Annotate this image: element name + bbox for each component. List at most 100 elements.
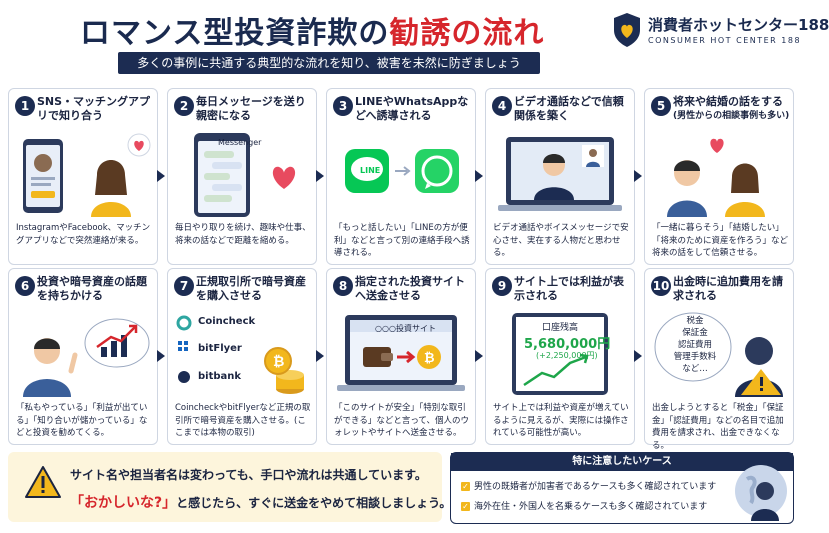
fee-item: 管理手数料 xyxy=(673,352,717,362)
page-title: ロマンス型投資詐欺の勧誘の流れ xyxy=(80,8,544,52)
flow-arrow-icon xyxy=(475,170,483,182)
caution-cases-box: 特に注意したいケース ✓男性の既婚者が加害者であるケースも多く確認されています … xyxy=(450,452,794,524)
page-title-highlight: 勧誘の流れ xyxy=(389,16,545,51)
exchange-bitbank-label: bitbank xyxy=(198,371,242,382)
step-title: 投資や暗号資産の話題を持ちかける xyxy=(37,275,147,302)
header: ロマンス型投資詐欺の勧誘の流れ 消費者ホットセンター188 CONSUMER H… xyxy=(0,0,829,80)
site-screen-label: ○○○投資サイト xyxy=(375,324,436,333)
advice-line-2: 「おかしいな?」と感じたら、すぐに送金をやめて相談しましょう。 xyxy=(70,492,451,512)
step-card-5: 5 将来や結婚の話をする (男性からの相談事例も多い) 「一緒に暮らそう」「結婚… xyxy=(644,88,794,265)
caution-item: ✓海外在住・外国人を名乗るケースも多く確認されています xyxy=(461,502,708,512)
balance-value: 5,680,000円 xyxy=(524,337,611,352)
step-number: 9 xyxy=(492,276,512,296)
flow-arrow-icon xyxy=(634,350,642,362)
step-title: SNS・マッチングアプリで知り合う xyxy=(37,95,151,122)
step-title: ビデオ通話などで信頼関係を築く xyxy=(514,95,624,122)
step-title: 指定された投資サイトへ送金させる xyxy=(355,275,465,302)
balance-gain: (+2,250,000円) xyxy=(536,351,598,360)
exchange-coincheck-label: Coincheck xyxy=(198,316,256,327)
flow-arrow-icon xyxy=(157,350,165,362)
step-card-2: 2 毎日メッセージを送り親密になる Messenger 毎日やり取りを続け、趣味… xyxy=(167,88,317,265)
step-number: 4 xyxy=(492,96,512,116)
step-description: 「このサイトが安全」「特別な取引ができる」などと言って、個人のウォレットやサイト… xyxy=(334,403,469,438)
phone-profile-illustration xyxy=(23,133,151,217)
step-number: 10 xyxy=(651,276,671,296)
step-description: 「私もやっている」「利益が出ている」「知り合いが儲かっている」などと投資を勧めて… xyxy=(16,403,148,438)
exchange-logos-icon xyxy=(176,315,192,383)
step-number: 5 xyxy=(651,96,671,116)
step-card-7: 7 正規取引所で暗号資産を購入させる Coincheck bitFlyer bi… xyxy=(167,268,317,445)
step-title-note: (男性からの相談事例も多い) xyxy=(673,111,790,121)
balance-label: 口座残高 xyxy=(542,323,579,333)
org-name: 消費者ホットセンター188 xyxy=(648,16,829,34)
advice-highlight: 「おかしいな?」 xyxy=(70,495,177,511)
flow-arrow-icon xyxy=(157,170,165,182)
fee-item: 認証費用 xyxy=(677,340,712,350)
fees-warning-illustration xyxy=(654,312,783,397)
step-number: 1 xyxy=(15,96,35,116)
step-card-3: 3 LINEやWhatsAppなどへ誘導される LINE 「もっと話したい」「L… xyxy=(326,88,476,265)
man-chart-illustration xyxy=(23,318,150,397)
fee-item: など… xyxy=(682,364,708,374)
advice-rest: と感じたら、すぐに送金をやめて相談しましょう。 xyxy=(176,496,452,510)
step-number: 7 xyxy=(174,276,194,296)
check-icon: ✓ xyxy=(461,502,470,511)
flow-arrow-icon xyxy=(634,170,642,182)
couple-illustration xyxy=(667,138,765,217)
page-title-main: ロマンス型投資詐欺の xyxy=(80,16,390,51)
svg-text:₿: ₿ xyxy=(424,351,435,366)
step-description: 毎日やり取りを続け、趣味や仕事、将来の話などで距離を縮める。 xyxy=(175,223,311,246)
org-name-en: CONSUMER HOT CENTER 188 xyxy=(648,36,802,45)
advice-box: サイト名や担当者名は変わっても、手口や流れは共通しています。 「おかしいな?」と… xyxy=(8,452,451,522)
step-title: 将来や結婚の話をする (男性からの相談事例も多い) xyxy=(673,95,791,123)
step-description: 出金しようとすると「税金」「保証金」「認証費用」などの名目で追加費用を請求され、… xyxy=(652,403,784,451)
laptop-video-call-illustration xyxy=(498,137,622,211)
step-title: サイト上では利益が表示される xyxy=(514,275,624,302)
step-description: 「一緒に暮らそう」「結婚したい」「将来のために資産を作ろう」など将来の話をして信… xyxy=(652,223,789,258)
advice-line-1: サイト名や担当者名は変わっても、手口や流れは共通しています。 xyxy=(70,468,427,482)
step-number: 3 xyxy=(333,96,353,116)
step-title-main: 将来や結婚の話をする xyxy=(673,95,783,108)
step-description: サイト上では利益や資産が増えているように見えるが、実際には操作されている可能性が… xyxy=(493,403,629,438)
line-whatsapp-illustration xyxy=(345,149,459,193)
flow-arrow-icon xyxy=(316,170,324,182)
step-title: 毎日メッセージを送り親密になる xyxy=(196,95,306,122)
exchange-bitflyer-label: bitFlyer xyxy=(198,343,242,354)
caution-heading: 特に注意したいケース xyxy=(451,453,793,471)
step-description: CoincheckやbitFlyerなど正規の取引所で暗号資産を購入させる。(こ… xyxy=(175,403,311,438)
step-card-6: 6 投資や暗号資産の話題を持ちかける 「私もやっている」「利益が出ている」「知り… xyxy=(8,268,158,445)
phone-chat-illustration xyxy=(194,133,296,217)
step-title: 出金時に追加費用を請求される xyxy=(673,275,783,302)
laptop-wallet-illustration: ₿ xyxy=(337,315,465,391)
warning-icon xyxy=(25,466,61,498)
check-icon: ✓ xyxy=(461,482,470,491)
flow-arrow-icon xyxy=(316,350,324,362)
step-title: LINEやWhatsAppなどへ誘導される xyxy=(355,95,469,122)
step-description: 「もっと話したい」「LINEの方が便利」などと言って別の連絡手段へ誘導される。 xyxy=(334,223,470,258)
messenger-screen-label: Messenger xyxy=(218,138,262,147)
step-number: 6 xyxy=(15,276,35,296)
step-card-4: 4 ビデオ通話などで信頼関係を築く ビデオ通話やボイスメッセージで安心させ、実在… xyxy=(485,88,635,265)
coin-stack-icon: ₿ xyxy=(264,347,304,394)
globe-person-icon xyxy=(735,465,787,521)
step-number: 2 xyxy=(174,96,194,116)
step-description: InstagramやFacebook、マッチングアプリなどで突然連絡が来る。 xyxy=(16,223,151,246)
fee-item: 税金 xyxy=(686,316,704,326)
fee-list: 税金 保証金 認証費用 管理手数料 など… xyxy=(657,315,733,375)
step-card-1: 1 SNS・マッチングアプリで知り合う InstagramやFacebook、マ… xyxy=(8,88,158,265)
step-card-9: 9 サイト上では利益が表示される 口座残高 5,680,000円 (+2,250… xyxy=(485,268,635,445)
step-card-8: 8 指定された投資サイトへ送金させる ₿ ○○○投資サイト 「このサイトが安全」… xyxy=(326,268,476,445)
flow-arrow-icon xyxy=(475,350,483,362)
subtitle-banner: 多くの事例に共通する典型的な流れを知り、被害を未然に防ぎましょう xyxy=(118,52,540,74)
org-logo: 消費者ホットセンター188 CONSUMER HOT CENTER 188 xyxy=(612,12,829,56)
fee-item: 保証金 xyxy=(682,328,708,338)
step-number: 8 xyxy=(333,276,353,296)
caution-item: ✓男性の既婚者が加害者であるケースも多く確認されています xyxy=(461,482,717,492)
step-description: ビデオ通話やボイスメッセージで安心させ、実在する人物だと思わせる。 xyxy=(493,223,629,258)
step-title: 正規取引所で暗号資産を購入させる xyxy=(196,275,306,302)
svg-text:₿: ₿ xyxy=(273,354,284,370)
balance-screen-illustration xyxy=(512,313,608,395)
shield-heart-icon xyxy=(614,13,640,47)
line-app-label: LINE xyxy=(360,166,381,175)
step-card-10: 10 出金時に追加費用を請求される 税金 保証金 認証費用 管理手数料 など… … xyxy=(644,268,794,451)
